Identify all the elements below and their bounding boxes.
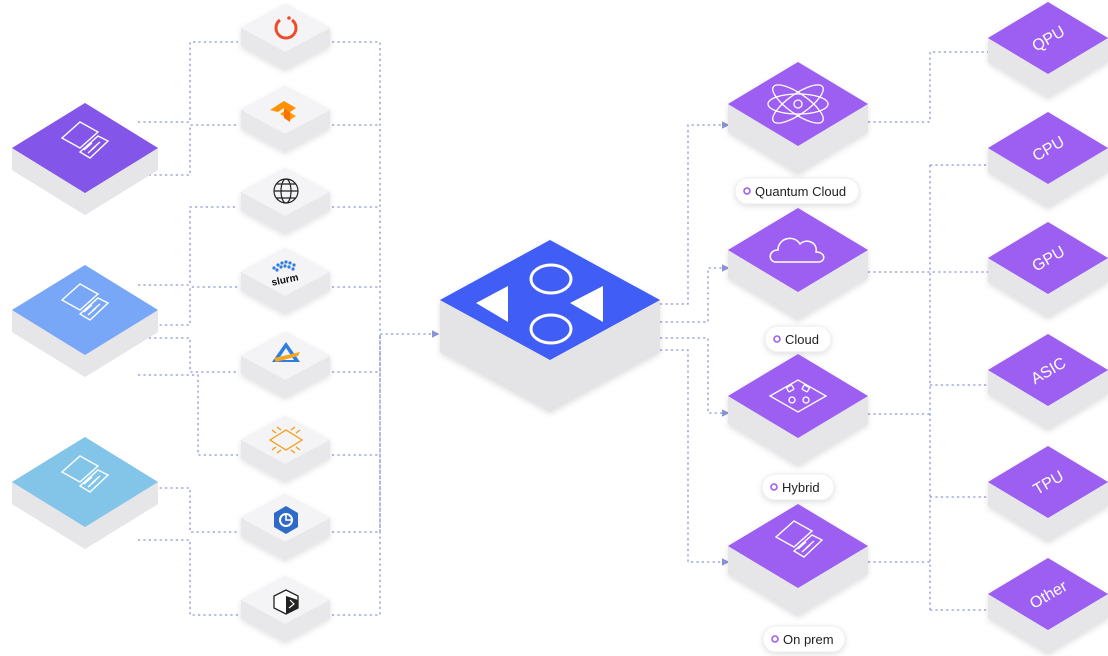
label-hybrid: Hybrid	[761, 473, 835, 501]
cloud-icon	[769, 237, 825, 263]
connector-laptop-2-globe	[138, 206, 238, 286]
laptop-block-3	[12, 437, 158, 549]
pytorch-icon	[274, 16, 298, 40]
laptop-icon	[60, 455, 110, 493]
label-cloud-text: Cloud	[785, 332, 819, 347]
globe-icon	[273, 178, 299, 204]
hybrid-grid-icon	[768, 379, 828, 413]
block-quantum-cloud	[728, 62, 868, 174]
chip-icon	[268, 426, 304, 454]
label-hybrid-text: Hybrid	[782, 480, 820, 495]
connector-laptop-2-triangle	[138, 337, 238, 373]
triangle-icon	[272, 342, 300, 362]
label-quantum-cloud-text: Quantum Cloud	[755, 184, 846, 199]
connector-laptop-2-slurm	[138, 286, 238, 326]
atom-icon	[767, 84, 829, 124]
connector-center-quantum	[660, 121, 730, 305]
laptop-block-2	[12, 265, 158, 377]
laptop-icon	[60, 283, 110, 321]
label-quantum-cloud: Quantum Cloud	[734, 177, 860, 205]
tensorflow-icon	[270, 101, 296, 122]
chip-other: Other	[988, 558, 1108, 654]
connector-triangle-center	[332, 334, 381, 373]
tile-globe	[241, 168, 330, 234]
platform-logo-icon	[476, 263, 603, 345]
label-on-prem: On prem	[762, 625, 846, 653]
tile-kube	[241, 494, 330, 560]
chip-cpu: CPU	[988, 112, 1108, 208]
chip-qpu: QPU	[988, 2, 1108, 98]
block-on-prem	[728, 504, 868, 616]
tile-tensorflow	[241, 86, 330, 152]
connector-kube-center	[332, 334, 381, 533]
chip-gpu: GPU	[988, 222, 1108, 318]
tile-triangle	[241, 332, 330, 398]
connector-quantum-qpu	[868, 51, 988, 123]
tile-slurm: slurm	[241, 248, 330, 314]
connector-laptop-1-tensorflow	[138, 124, 238, 176]
kube-icon	[274, 506, 298, 534]
tile-hex	[241, 576, 330, 642]
connector-hex-center	[332, 334, 381, 616]
laptop-block-1	[12, 103, 158, 215]
hex-icon	[273, 589, 299, 615]
tile-pytorch	[241, 4, 330, 70]
connector-laptop-3-kube	[138, 487, 238, 533]
label-cloud: Cloud	[764, 325, 832, 353]
block-hybrid	[728, 354, 868, 466]
connector-center-onprem	[660, 349, 730, 566]
laptop-icon	[774, 520, 824, 558]
tile-chip	[241, 416, 330, 482]
chip-asic: ASIC	[988, 334, 1108, 430]
connector-laptop-2-chip	[138, 374, 238, 456]
label-on-prem-text: On prem	[783, 632, 834, 647]
laptop-icon	[60, 121, 110, 159]
chip-tpu: TPU	[988, 446, 1108, 542]
connector-laptop-1-pytorch	[138, 41, 238, 123]
connector-center-cloud	[660, 264, 730, 323]
connector-pytorch-center	[332, 41, 440, 338]
connector-laptop-3-hex	[138, 539, 238, 616]
block-cloud	[728, 208, 868, 320]
connector-center-hybrid	[660, 337, 730, 417]
center-platform	[440, 240, 660, 412]
connectors	[138, 41, 988, 616]
